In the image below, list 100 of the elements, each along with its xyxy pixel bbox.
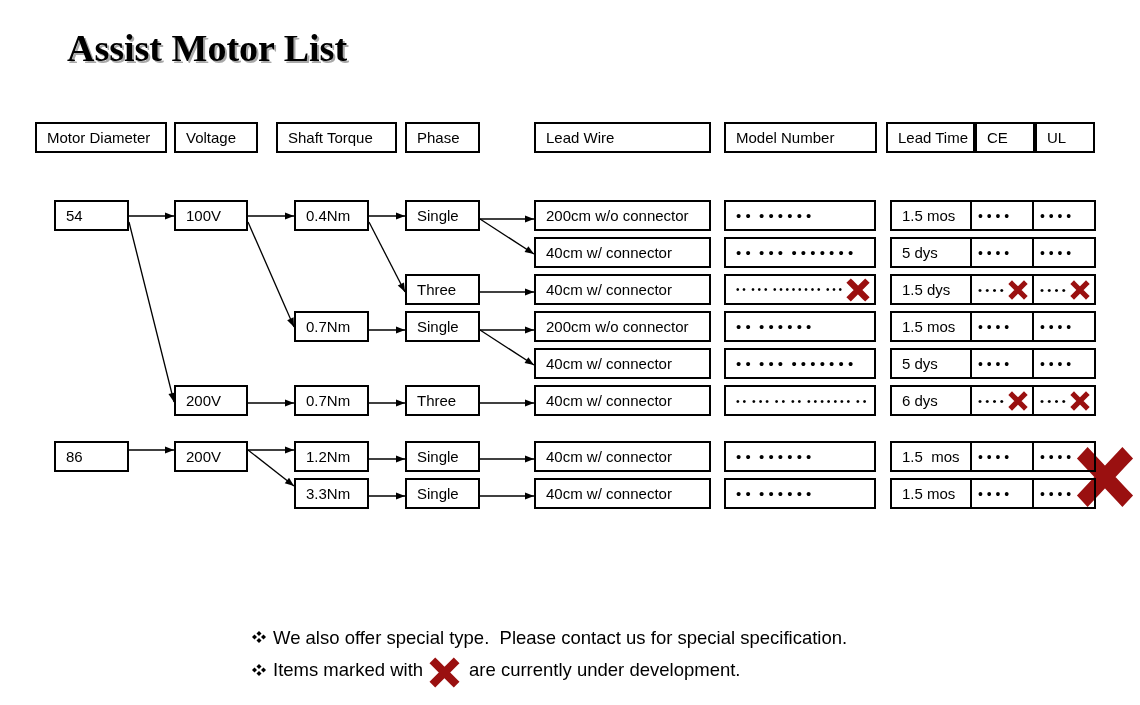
lead-wire-box: [534, 200, 711, 231]
ce-field: • • • •: [970, 274, 1034, 305]
lead-time-box: [890, 478, 972, 509]
ce-field: • • • •: [970, 311, 1034, 342]
model-number-field: • • • • • • • •: [724, 441, 876, 472]
phase-value: Single: [417, 206, 459, 225]
ce-field: • • • •: [970, 441, 1034, 472]
lead-time-box: [890, 237, 972, 268]
lead-time-box: [890, 200, 972, 231]
lead-wire-box: [534, 311, 711, 342]
lead-time-value: 5 dys: [902, 243, 938, 262]
torque-value: 0.7Nm: [306, 317, 351, 336]
arrow: [128, 212, 175, 220]
lead-wire-value: 40cm w/ connector: [546, 484, 672, 503]
phase-value: Single: [417, 317, 459, 336]
model-number-field: • • • • • • • • • • • • • • • •: [724, 274, 876, 305]
column-header-box: [35, 122, 167, 153]
arrow: [479, 399, 535, 407]
lead-time-box: [890, 311, 972, 342]
arrow: [479, 455, 535, 463]
lead-time-box: [890, 274, 972, 305]
model-number-field: • • • • • • • • • • • • • • • • • •: [724, 385, 876, 416]
lead-time-value: 6 dys: [902, 391, 938, 410]
column-header: Phase: [417, 128, 460, 147]
column-header: Motor Diameter: [47, 128, 151, 147]
torque-value: 0.4Nm: [306, 206, 351, 225]
lead-time-value: 1.5 mos: [902, 447, 960, 466]
lead-wire-box: [534, 385, 711, 416]
torque-box: [294, 478, 369, 509]
phase-value: Single: [417, 484, 459, 503]
ul-field: • • • •: [1032, 200, 1096, 231]
arrow: [128, 221, 176, 403]
torque-box: [294, 441, 369, 472]
voltage-value: 100V: [186, 206, 222, 225]
phase-value: Single: [417, 447, 459, 466]
voltage-value: 200V: [186, 391, 222, 410]
torque-box: [294, 385, 369, 416]
arrow: [247, 449, 295, 487]
ce-field: • • • •: [970, 385, 1034, 416]
torque-value: 0.7Nm: [306, 391, 351, 410]
lead-time-box: [890, 441, 972, 472]
lead-wire-box: [534, 441, 711, 472]
ul-field: • • • •: [1032, 237, 1096, 268]
phase-value: Three: [417, 280, 457, 299]
arrow: [479, 326, 535, 334]
lead-wire-value: 200cm w/o connector: [546, 317, 689, 336]
torque-value: 1.2Nm: [306, 447, 351, 466]
diameter-value: 54: [66, 206, 83, 225]
lead-wire-box: [534, 237, 711, 268]
torque-value: 3.3Nm: [306, 484, 351, 503]
model-number-field: • • • • • • • •: [724, 311, 876, 342]
lead-wire-value: 40cm w/ connector: [546, 354, 672, 373]
voltage-box: [174, 441, 248, 472]
column-header: CE: [987, 128, 1008, 147]
lead-time-box: [890, 385, 972, 416]
arrow: [247, 221, 295, 328]
arrow: [128, 446, 175, 454]
arrow: [247, 212, 295, 220]
arrow: [479, 329, 535, 366]
torque-box: [294, 200, 369, 231]
ul-field: • • • •: [1032, 441, 1096, 472]
arrow: [368, 212, 406, 220]
column-header-box: [405, 122, 480, 153]
phase-box: [405, 274, 480, 305]
ul-field: • • • •: [1032, 478, 1096, 509]
voltage-box: [174, 200, 248, 231]
footnote-text: are currently under development.: [469, 659, 741, 681]
lead-time-value: 1.5 dys: [902, 280, 951, 299]
arrow: [247, 399, 295, 407]
column-header: Model Number: [736, 128, 835, 147]
phase-box: [405, 441, 480, 472]
model-number-field: • • • • • • • • • • • •: [724, 348, 876, 379]
ce-field: • • • •: [970, 478, 1034, 509]
model-number-field: • • • • • • • •: [724, 478, 876, 509]
column-header: Voltage: [186, 128, 237, 147]
phase-box: [405, 385, 480, 416]
ce-field: • • • •: [970, 348, 1034, 379]
phase-box: [405, 311, 480, 342]
lead-time-value: 1.5 mos: [902, 484, 956, 503]
ce-field: • • • •: [970, 237, 1034, 268]
lead-time-value: 1.5 mos: [902, 317, 956, 336]
ul-field: • • • •: [1032, 274, 1096, 305]
ul-field: • • • •: [1032, 311, 1096, 342]
column-header: Lead Wire: [546, 128, 615, 147]
torque-box: [294, 311, 369, 342]
column-header-box: [534, 122, 711, 153]
lead-wire-value: 40cm w/ connector: [546, 280, 672, 299]
footnote-text: Items marked with: [273, 659, 424, 681]
column-header: Shaft Torque: [288, 128, 373, 147]
arrow: [479, 215, 535, 223]
lead-wire-box: [534, 348, 711, 379]
column-header-box: [174, 122, 258, 153]
arrow: [479, 492, 535, 500]
diameter-box: [54, 441, 129, 472]
footnote-text: We also offer special type. Please contact us for special specification.: [273, 627, 848, 649]
column-header-box: [724, 122, 877, 153]
lead-wire-box: [534, 274, 711, 305]
model-number-field: • • • • • • • •: [724, 200, 876, 231]
column-header-box: [1035, 122, 1095, 153]
column-header: UL: [1047, 128, 1067, 147]
